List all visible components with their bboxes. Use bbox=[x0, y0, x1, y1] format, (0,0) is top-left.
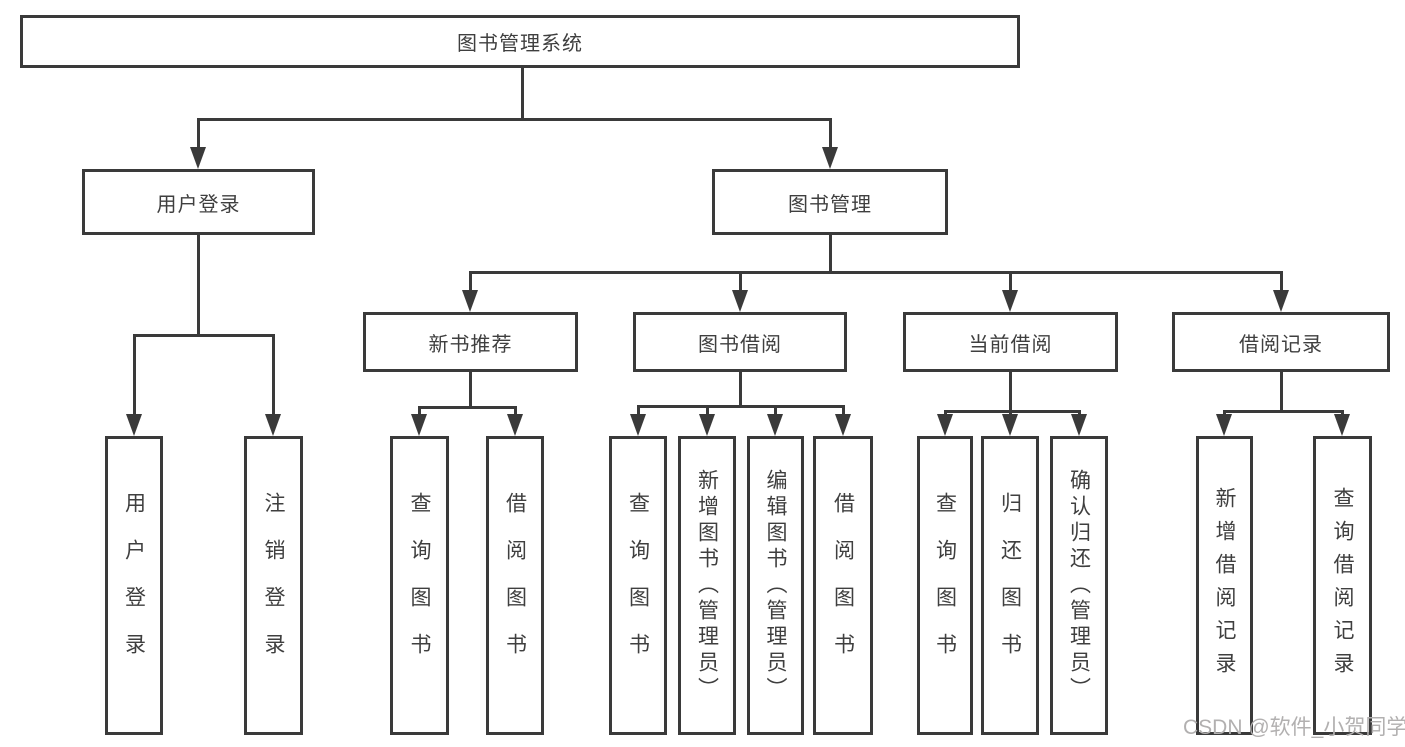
leaf-logout: 注销登录 bbox=[244, 436, 303, 735]
arrowhead-down-icon bbox=[1334, 414, 1350, 436]
leaf-return-books-label: 归还图书 bbox=[998, 491, 1022, 680]
arrowhead-down-icon bbox=[1273, 290, 1289, 312]
node-borrowing-records: 借阅记录 bbox=[1172, 312, 1390, 372]
leaf-user-login: 用户登录 bbox=[105, 436, 163, 735]
node-current-borrowing-label: 当前借阅 bbox=[968, 333, 1053, 356]
connector-line bbox=[829, 235, 832, 274]
arrowhead-down-icon bbox=[507, 414, 523, 436]
arrowhead-down-icon bbox=[767, 414, 783, 436]
connector-line bbox=[1009, 271, 1012, 291]
leaf-logout-label: 注销登录 bbox=[262, 491, 286, 680]
leaf-borrow-books-recommend-label: 借阅图书 bbox=[503, 491, 527, 680]
node-borrowing-records-label: 借阅记录 bbox=[1239, 333, 1323, 356]
connector-line bbox=[469, 372, 472, 409]
connector-line bbox=[469, 271, 1282, 274]
leaf-confirm-return-admin: 确认归还（管理员） bbox=[1050, 436, 1108, 735]
connector-line bbox=[774, 405, 777, 416]
arrowhead-down-icon bbox=[699, 414, 715, 436]
connector-line bbox=[706, 405, 709, 416]
connector-line bbox=[418, 406, 517, 409]
connector-line bbox=[133, 334, 136, 415]
leaf-add-borrow-record: 新增借阅记录 bbox=[1196, 436, 1253, 735]
node-book-management: 图书管理 bbox=[712, 169, 948, 235]
connector-line bbox=[272, 334, 275, 415]
leaf-confirm-return-admin-label: 确认归还（管理员） bbox=[1067, 468, 1091, 703]
node-book-management-label: 图书管理 bbox=[788, 193, 872, 216]
node-new-book-recommend-label: 新书推荐 bbox=[428, 333, 513, 356]
leaf-query-books-current-label: 查询图书 bbox=[933, 491, 957, 680]
csdn-watermark: CSDN @软件_小贺同学 bbox=[1183, 716, 1405, 739]
connector-line bbox=[1223, 410, 1344, 413]
leaf-query-borrow-record-label: 查询借阅记录 bbox=[1331, 486, 1355, 685]
leaf-edit-book-admin-label: 编辑图书（管理员） bbox=[764, 468, 788, 703]
arrowhead-down-icon bbox=[822, 147, 838, 169]
leaf-edit-book-admin: 编辑图书（管理员） bbox=[747, 436, 804, 735]
arrowhead-down-icon bbox=[937, 414, 953, 436]
leaf-borrow-books-borrow: 借阅图书 bbox=[813, 436, 873, 735]
connector-line bbox=[1009, 372, 1012, 413]
connector-line bbox=[829, 118, 832, 150]
connector-line bbox=[739, 271, 742, 291]
leaf-query-books-current: 查询图书 bbox=[917, 436, 973, 735]
node-book-borrowing-label: 图书借阅 bbox=[698, 333, 782, 356]
connector-line bbox=[944, 410, 1081, 413]
connector-line bbox=[514, 406, 517, 416]
arrowhead-down-icon bbox=[1071, 414, 1087, 436]
leaf-borrow-books-borrow-label: 借阅图书 bbox=[831, 491, 855, 680]
leaf-query-books-borrow-label: 查询图书 bbox=[626, 491, 650, 680]
leaf-add-book-admin: 新增图书（管理员） bbox=[678, 436, 736, 735]
node-user-login: 用户登录 bbox=[82, 169, 315, 235]
connector-line bbox=[637, 405, 640, 416]
arrowhead-down-icon bbox=[835, 414, 851, 436]
connector-line bbox=[418, 406, 421, 416]
connector-line bbox=[637, 405, 845, 408]
connector-line bbox=[469, 271, 472, 291]
arrowhead-down-icon bbox=[190, 147, 206, 169]
leaf-return-books: 归还图书 bbox=[981, 436, 1039, 735]
leaf-user-login-label: 用户登录 bbox=[122, 491, 146, 680]
connector-line bbox=[197, 118, 831, 121]
connector-line bbox=[1280, 372, 1283, 413]
leaf-query-books-recommend: 查询图书 bbox=[390, 436, 449, 735]
node-root-label: 图书管理系统 bbox=[457, 33, 583, 55]
arrowhead-down-icon bbox=[732, 290, 748, 312]
node-user-login-label: 用户登录 bbox=[156, 193, 241, 216]
arrowhead-down-icon bbox=[1002, 414, 1018, 436]
node-new-book-recommend: 新书推荐 bbox=[363, 312, 578, 372]
leaf-query-borrow-record: 查询借阅记录 bbox=[1313, 436, 1372, 735]
connector-line bbox=[133, 334, 274, 337]
arrowhead-down-icon bbox=[126, 414, 142, 436]
node-book-borrowing: 图书借阅 bbox=[633, 312, 847, 372]
connector-line bbox=[842, 405, 845, 416]
arrowhead-down-icon bbox=[1216, 414, 1232, 436]
node-current-borrowing: 当前借阅 bbox=[903, 312, 1118, 372]
leaf-add-borrow-record-label: 新增借阅记录 bbox=[1213, 486, 1237, 685]
connector-line bbox=[197, 235, 200, 336]
connector-line bbox=[1280, 271, 1283, 291]
leaf-borrow-books-recommend: 借阅图书 bbox=[486, 436, 544, 735]
leaf-add-book-admin-label: 新增图书（管理员） bbox=[695, 468, 719, 703]
connector-line bbox=[521, 68, 524, 120]
arrowhead-down-icon bbox=[630, 414, 646, 436]
connector-line bbox=[739, 372, 742, 408]
arrowhead-down-icon bbox=[1002, 290, 1018, 312]
leaf-query-books-recommend-label: 查询图书 bbox=[408, 491, 432, 680]
connector-line bbox=[197, 118, 200, 150]
arrowhead-down-icon bbox=[265, 414, 281, 436]
arrowhead-down-icon bbox=[462, 290, 478, 312]
node-root-library-system: 图书管理系统 bbox=[20, 15, 1020, 68]
leaf-query-books-borrow: 查询图书 bbox=[609, 436, 667, 735]
arrowhead-down-icon bbox=[411, 414, 427, 436]
